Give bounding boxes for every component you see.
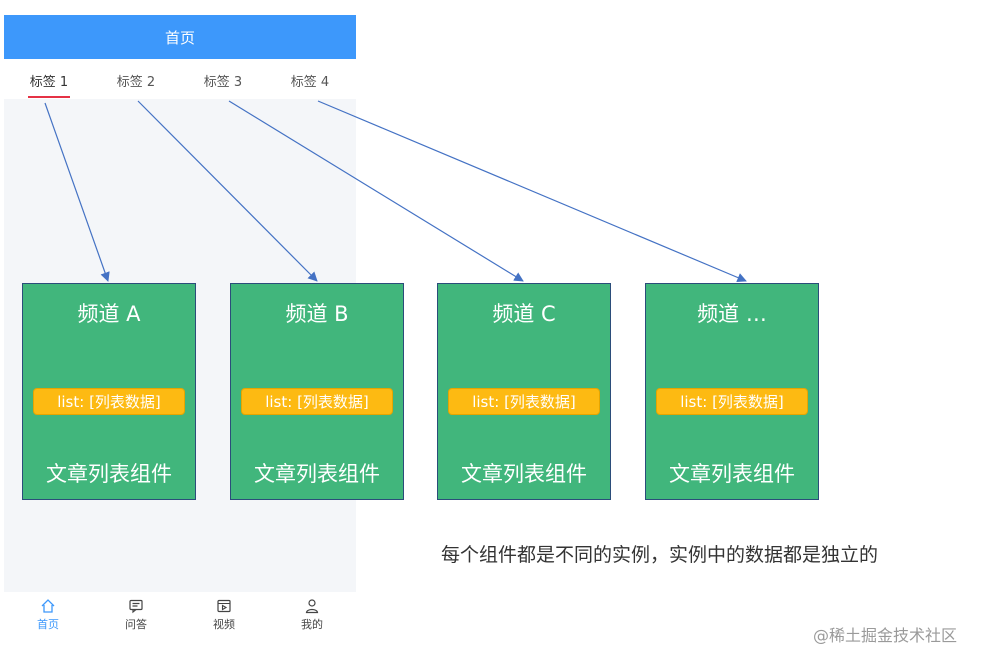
user-icon	[305, 599, 319, 614]
channel-card-b: 频道 B list: [列表数据] 文章列表组件	[230, 283, 404, 500]
list-data-badge: list: [列表数据]	[33, 388, 185, 415]
arrow-tab4-to-channel-more	[317, 100, 747, 283]
channel-card-more: 频道 … list: [列表数据] 文章列表组件	[645, 283, 819, 500]
tabbar-item-mine[interactable]: 我的	[282, 598, 342, 632]
channel-card-c: 频道 C list: [列表数据] 文章列表组件	[437, 283, 611, 500]
component-label: 文章列表组件	[254, 462, 380, 486]
card-title: 频道 …	[697, 302, 767, 326]
home-icon	[41, 599, 55, 613]
tab-4[interactable]: 标签 4	[290, 75, 330, 90]
channel-tabs: 标签 1 标签 2 标签 3 标签 4	[4, 59, 356, 99]
tab-1[interactable]: 标签 1	[29, 75, 69, 90]
card-title: 频道 A	[77, 302, 141, 326]
nav-title: 首页	[164, 28, 195, 47]
watermark: @稀土掘金技术社区	[813, 626, 958, 645]
qa-icon	[129, 599, 143, 614]
tabbar-item-video[interactable]: 视频	[194, 598, 254, 632]
nav-bar: 首页	[4, 15, 356, 59]
component-label: 文章列表组件	[46, 462, 172, 486]
explanation-note: 每个组件都是不同的实例，实例中的数据都是独立的	[441, 544, 879, 566]
card-title: 频道 C	[492, 302, 556, 326]
list-data-badge: list: [列表数据]	[241, 388, 393, 415]
arrow-tab2-to-channel-b	[137, 100, 318, 282]
list-data-badge: list: [列表数据]	[448, 388, 600, 415]
arrow-tab3-to-channel-c	[228, 100, 524, 282]
tabbar-item-home[interactable]: 首页	[18, 598, 78, 632]
tabbar-label: 视频	[213, 618, 235, 631]
bottom-tab-bar: 首页 问答 视频 我的	[4, 592, 356, 641]
video-icon	[217, 599, 231, 613]
list-data-badge: list: [列表数据]	[656, 388, 808, 415]
channel-card-a: 频道 A list: [列表数据] 文章列表组件	[22, 283, 196, 500]
tabbar-label: 首页	[37, 618, 59, 631]
component-label: 文章列表组件	[669, 462, 795, 486]
active-tab-indicator	[28, 96, 70, 98]
tab-2[interactable]: 标签 2	[116, 75, 156, 90]
tabbar-item-qa[interactable]: 问答	[106, 598, 166, 632]
tabbar-label: 问答	[125, 618, 147, 631]
arrow-tab1-to-channel-a	[44, 102, 110, 282]
card-title: 频道 B	[285, 302, 349, 326]
component-label: 文章列表组件	[461, 462, 587, 486]
tab-3[interactable]: 标签 3	[203, 75, 243, 90]
tabbar-label: 我的	[301, 618, 323, 631]
